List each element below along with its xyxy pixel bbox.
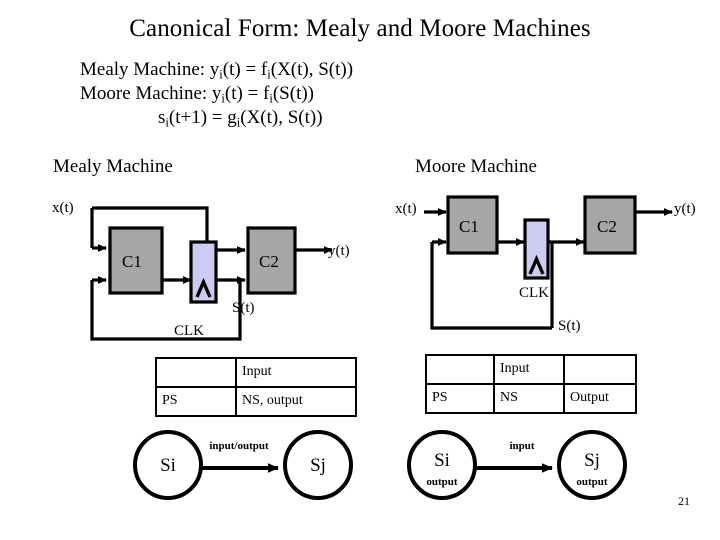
moore-state-si-label: Si [434, 450, 450, 471]
next-state-formula-subscript-2: i [236, 115, 241, 130]
mealy-table-cell: NS, output [235, 386, 357, 417]
moore-formula-mid: (t) = f [224, 83, 270, 104]
next-state-formula: si(t+1) = gi(X(t), S(t)) [80, 106, 640, 130]
moore-table-ps-label: PS [425, 383, 495, 414]
moore-table-input-header: Input [493, 354, 565, 385]
mealy-state-si-label: Si [160, 455, 176, 476]
mealy-formula-subscript: i [219, 67, 223, 82]
mealy-block-c1 [108, 226, 164, 295]
mealy-input-label: x(t) [52, 200, 74, 216]
page-number: 21 [678, 494, 690, 508]
moore-formula-subscript-2: i [269, 91, 273, 106]
moore-block-diagram: C1 C2 [424, 195, 673, 330]
mealy-clock-label: CLK [174, 323, 204, 339]
moore-state-si-output: output [426, 476, 458, 488]
moore-state-graph [407, 430, 627, 500]
page-title: Canonical Form: Mealy and Moore Machines [129, 15, 591, 42]
mealy-state-circle-si [133, 430, 203, 500]
moore-formula-suffix: (S(t)) [272, 83, 315, 104]
mealy-state-graph [133, 430, 353, 500]
mealy-state-label: S(t) [232, 300, 255, 316]
moore-register-block [523, 218, 550, 280]
moore-formula-prefix: Moore Machine: y [80, 83, 222, 104]
moore-block-c2 [583, 195, 637, 255]
moore-state-sj-label: Sj [584, 450, 600, 471]
moore-block-c1 [446, 195, 499, 255]
moore-table-corner-1 [425, 354, 495, 385]
mealy-state-table: Input PS NS, output [155, 357, 357, 417]
table-row: Input [425, 354, 637, 385]
mealy-state-circle-sj [283, 430, 353, 500]
mealy-table-corner [155, 357, 237, 388]
moore-machine-heading: Moore Machine [415, 156, 537, 177]
moore-input-label: x(t) [395, 201, 417, 217]
mealy-formula: Mealy Machine: yi(t) = fi(X(t), S(t)) [80, 58, 640, 82]
mealy-formula-prefix: Mealy Machine: y [80, 59, 220, 80]
mealy-transition-label: input/output [209, 440, 269, 452]
moore-table-output-label: Output [563, 383, 637, 414]
mealy-formula-mid: (t) = f [222, 59, 268, 80]
mealy-formula-suffix: (X(t), S(t)) [270, 59, 354, 80]
mealy-output-label: y(t) [328, 243, 350, 259]
formula-block: Mealy Machine: yi(t) = fi(X(t), S(t)) Mo… [80, 58, 640, 130]
moore-output-label: y(t) [674, 201, 696, 217]
table-row: Input [155, 357, 357, 388]
moore-clock-label: CLK [519, 285, 549, 301]
moore-transition-label: input [509, 440, 535, 452]
moore-state-table: Input PS NS Output [425, 354, 637, 414]
mealy-block-diagram: C1 C2 [90, 206, 333, 341]
mealy-machine-heading: Mealy Machine [53, 156, 173, 177]
next-state-formula-suffix: (X(t), S(t)) [240, 107, 323, 128]
moore-state-circle-sj [557, 430, 627, 500]
table-row: PS NS, output [155, 386, 357, 417]
next-state-formula-prefix: s [158, 107, 166, 128]
next-state-formula-mid: (t+1) = g [168, 107, 237, 128]
moore-state-sj-output: output [576, 476, 608, 488]
table-row: PS NS Output [425, 383, 637, 414]
mealy-c1-label: C1 [122, 252, 142, 271]
mealy-block-c2 [246, 226, 297, 295]
moore-formula: Moore Machine: yi(t) = fi(S(t)) [80, 82, 640, 106]
moore-state-label: S(t) [558, 318, 581, 334]
moore-table-corner-2 [563, 354, 637, 385]
mealy-register-block [189, 240, 218, 304]
mealy-table-input-header: Input [235, 357, 357, 388]
mealy-formula-subscript-2: i [267, 67, 271, 82]
next-state-formula-subscript: i [165, 115, 169, 130]
moore-state-circle-si [407, 430, 477, 500]
moore-c1-label: C1 [459, 217, 479, 236]
moore-c2-label: C2 [597, 217, 617, 236]
mealy-c2-label: C2 [259, 252, 279, 271]
moore-formula-subscript: i [221, 91, 225, 106]
mealy-state-sj-label: Sj [310, 455, 326, 476]
mealy-table-ps-label: PS [155, 386, 237, 417]
moore-table-ns-label: NS [493, 383, 565, 414]
